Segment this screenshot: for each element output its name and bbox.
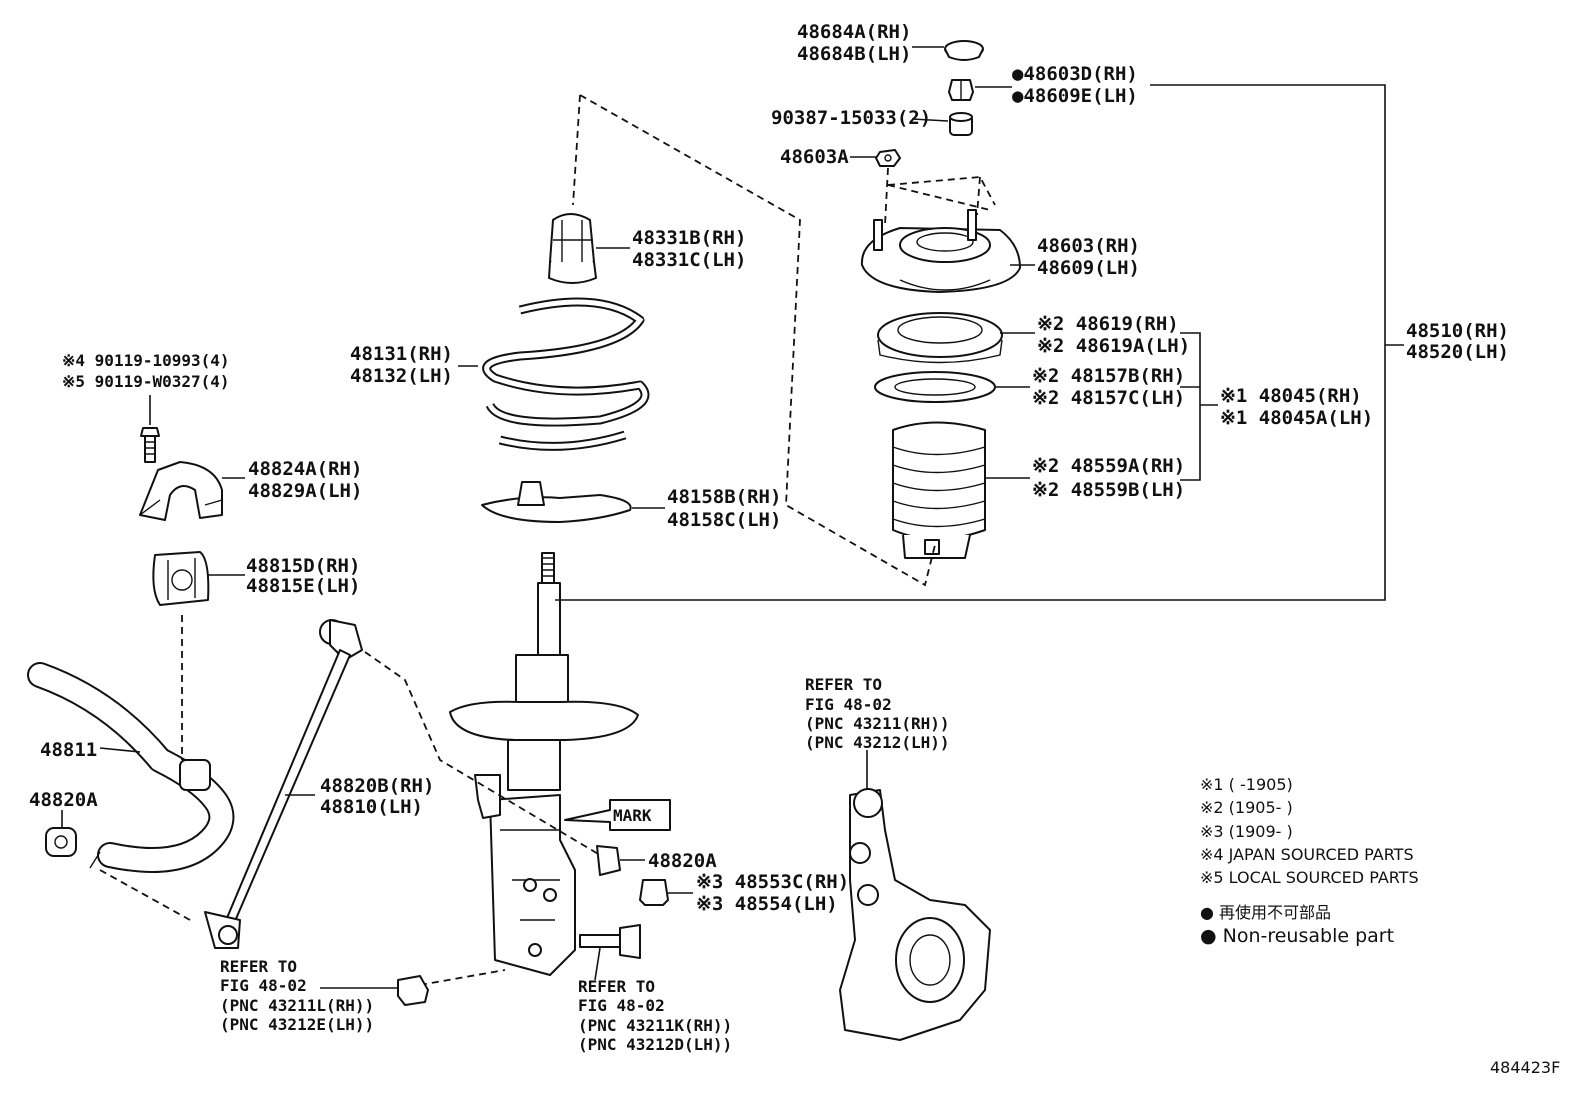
nut-bottom-left-part[interactable] xyxy=(397,975,429,1006)
bolt-90119-part[interactable] xyxy=(140,427,160,463)
stabilizer-guide xyxy=(99,615,191,921)
nut-48553c-part[interactable] xyxy=(639,879,669,906)
bushing-48820a-right-part[interactable] xyxy=(596,845,621,876)
label-48815d: 48815D(RH) xyxy=(246,555,360,577)
label-48619: ※2 48619(RH) xyxy=(1037,313,1179,335)
legend-jp: ● 再使用不可部品 xyxy=(1200,903,1331,922)
stabilizer-link-part[interactable] xyxy=(204,619,363,949)
note-2: ※2 (1905- ) xyxy=(1200,798,1293,817)
svg-text:REFER TO: REFER TO xyxy=(578,977,655,996)
refer-bottom-mid-block: REFER TO FIG 48-02 (PNC 43211K(RH)) (PNC… xyxy=(578,977,732,1054)
label-48510: 48510(RH) xyxy=(1406,320,1509,342)
label-48045a: ※1 48045A(LH) xyxy=(1220,407,1373,429)
label-48131: 48131(RH) xyxy=(350,343,453,365)
legend-en: ● Non-reusable part xyxy=(1200,925,1394,947)
shock-absorber-part[interactable] xyxy=(449,552,639,976)
label-90119-10993: ※4 90119-10993(4) xyxy=(62,351,230,370)
steering-knuckle-part[interactable] xyxy=(839,788,991,1041)
nut-48603d-part[interactable] xyxy=(948,79,974,101)
svg-text:(PNC 43211(RH)): (PNC 43211(RH)) xyxy=(805,714,950,733)
link-guide xyxy=(364,651,601,986)
label-90119-w0327: ※5 90119-W0327(4) xyxy=(62,372,230,391)
label-48609e: ●48609E(LH) xyxy=(1012,85,1138,107)
label-48157c: ※2 48157C(LH) xyxy=(1032,387,1185,409)
lower-insulator-part[interactable] xyxy=(481,481,632,523)
svg-text:FIG 48-02: FIG 48-02 xyxy=(220,976,307,995)
label-90387: 90387-15033(2) xyxy=(771,107,931,129)
label-48603: 48603(RH) xyxy=(1037,235,1140,257)
label-48331b: 48331B(RH) xyxy=(632,227,746,249)
bump-stopper-part[interactable] xyxy=(548,213,597,284)
nut-48603a-part[interactable] xyxy=(875,149,901,167)
label-48811: 48811 xyxy=(40,739,97,761)
label-48609: 48609(LH) xyxy=(1037,257,1140,279)
coil-spring-part[interactable] xyxy=(482,297,650,451)
label-48603a: 48603A xyxy=(780,146,849,168)
legend: ● 再使用不可部品 ● Non-reusable part xyxy=(1200,903,1394,947)
label-48820a-left: 48820A xyxy=(29,789,98,811)
upper-support-part[interactable] xyxy=(860,209,1021,293)
label-48815e: 48815E(LH) xyxy=(246,575,360,597)
svg-text:(PNC 43212(LH)): (PNC 43212(LH)) xyxy=(805,733,950,752)
leader-lines xyxy=(61,46,1218,989)
bellows-48559-part[interactable] xyxy=(892,421,986,559)
label-48619a: ※2 48619A(LH) xyxy=(1037,335,1190,357)
bracket-48824a-part[interactable] xyxy=(139,461,223,521)
label-48603d: ●48603D(RH) xyxy=(1012,63,1138,85)
label-48684a: 48684A(RH) xyxy=(797,21,911,43)
label-48820b: 48820B(RH) xyxy=(320,775,434,797)
label-48684b: 48684B(LH) xyxy=(797,43,911,65)
label-48559b: ※2 48559B(LH) xyxy=(1032,479,1185,501)
label-48829a: 48829A(LH) xyxy=(248,480,362,502)
note-3: ※3 (1909- ) xyxy=(1200,822,1293,841)
bolt-bottom-mid-part[interactable] xyxy=(579,924,641,959)
svg-text:(PNC 43211L(RH)): (PNC 43211L(RH)) xyxy=(220,996,374,1015)
refer-bottom-left-block: REFER TO FIG 48-02 (PNC 43211L(RH)) (PNC… xyxy=(220,957,374,1034)
bushing-48820a-left-part[interactable] xyxy=(45,827,77,857)
bearing-48157-part[interactable] xyxy=(874,371,996,403)
note-1: ※1 ( -1905) xyxy=(1200,775,1293,794)
collar-90387-part[interactable] xyxy=(949,112,973,136)
label-48559a: ※2 48559A(RH) xyxy=(1032,455,1185,477)
mark-label: MARK xyxy=(613,806,652,825)
label-48158c: 48158C(LH) xyxy=(667,509,781,531)
svg-text:(PNC 43211K(RH)): (PNC 43211K(RH)) xyxy=(578,1016,732,1035)
svg-text:(PNC 43212D(LH)): (PNC 43212D(LH)) xyxy=(578,1035,732,1054)
svg-text:FIG 48-02: FIG 48-02 xyxy=(805,695,892,714)
footnotes: ※1 ( -1905) ※2 (1905- ) ※3 (1909- ) ※4 J… xyxy=(1200,775,1419,887)
label-48810: 48810(LH) xyxy=(320,796,423,818)
refer-knuckle-block: REFER TO FIG 48-02 (PNC 43211(RH)) (PNC … xyxy=(805,675,950,752)
note-5: ※5 LOCAL SOURCED PARTS xyxy=(1200,868,1419,887)
svg-text:FIG 48-02: FIG 48-02 xyxy=(578,996,665,1015)
stabilizer-bar-part[interactable] xyxy=(27,662,235,873)
label-48820a-right: 48820A xyxy=(648,850,717,872)
mount-bolt-guide xyxy=(884,167,996,226)
label-48157b: ※2 48157B(RH) xyxy=(1032,365,1185,387)
label-48554: ※3 48554(LH) xyxy=(696,893,838,915)
figure-id: 484423F xyxy=(1490,1058,1560,1077)
label-48824a: 48824A(RH) xyxy=(248,458,362,480)
bushing-48815d-part[interactable] xyxy=(152,551,210,606)
label-48132: 48132(LH) xyxy=(350,365,453,387)
mark-callout: MARK xyxy=(564,799,671,831)
label-48331c: 48331C(LH) xyxy=(632,249,746,271)
svg-text:REFER TO: REFER TO xyxy=(805,675,882,694)
strut-to-assembly-line xyxy=(555,84,1386,601)
note-4: ※4 JAPAN SOURCED PARTS xyxy=(1200,845,1414,864)
label-48553c: ※3 48553C(RH) xyxy=(696,871,849,893)
label-48520: 48520(LH) xyxy=(1406,341,1509,363)
label-48158b: 48158B(RH) xyxy=(667,486,781,508)
label-48045: ※1 48045(RH) xyxy=(1220,385,1362,407)
spring-group-guide xyxy=(572,94,936,587)
spring-seat-48619-part[interactable] xyxy=(877,312,1003,364)
svg-text:REFER TO: REFER TO xyxy=(220,957,297,976)
dust-cap-part[interactable] xyxy=(944,40,984,61)
svg-text:(PNC 43212E(LH)): (PNC 43212E(LH)) xyxy=(220,1015,374,1034)
